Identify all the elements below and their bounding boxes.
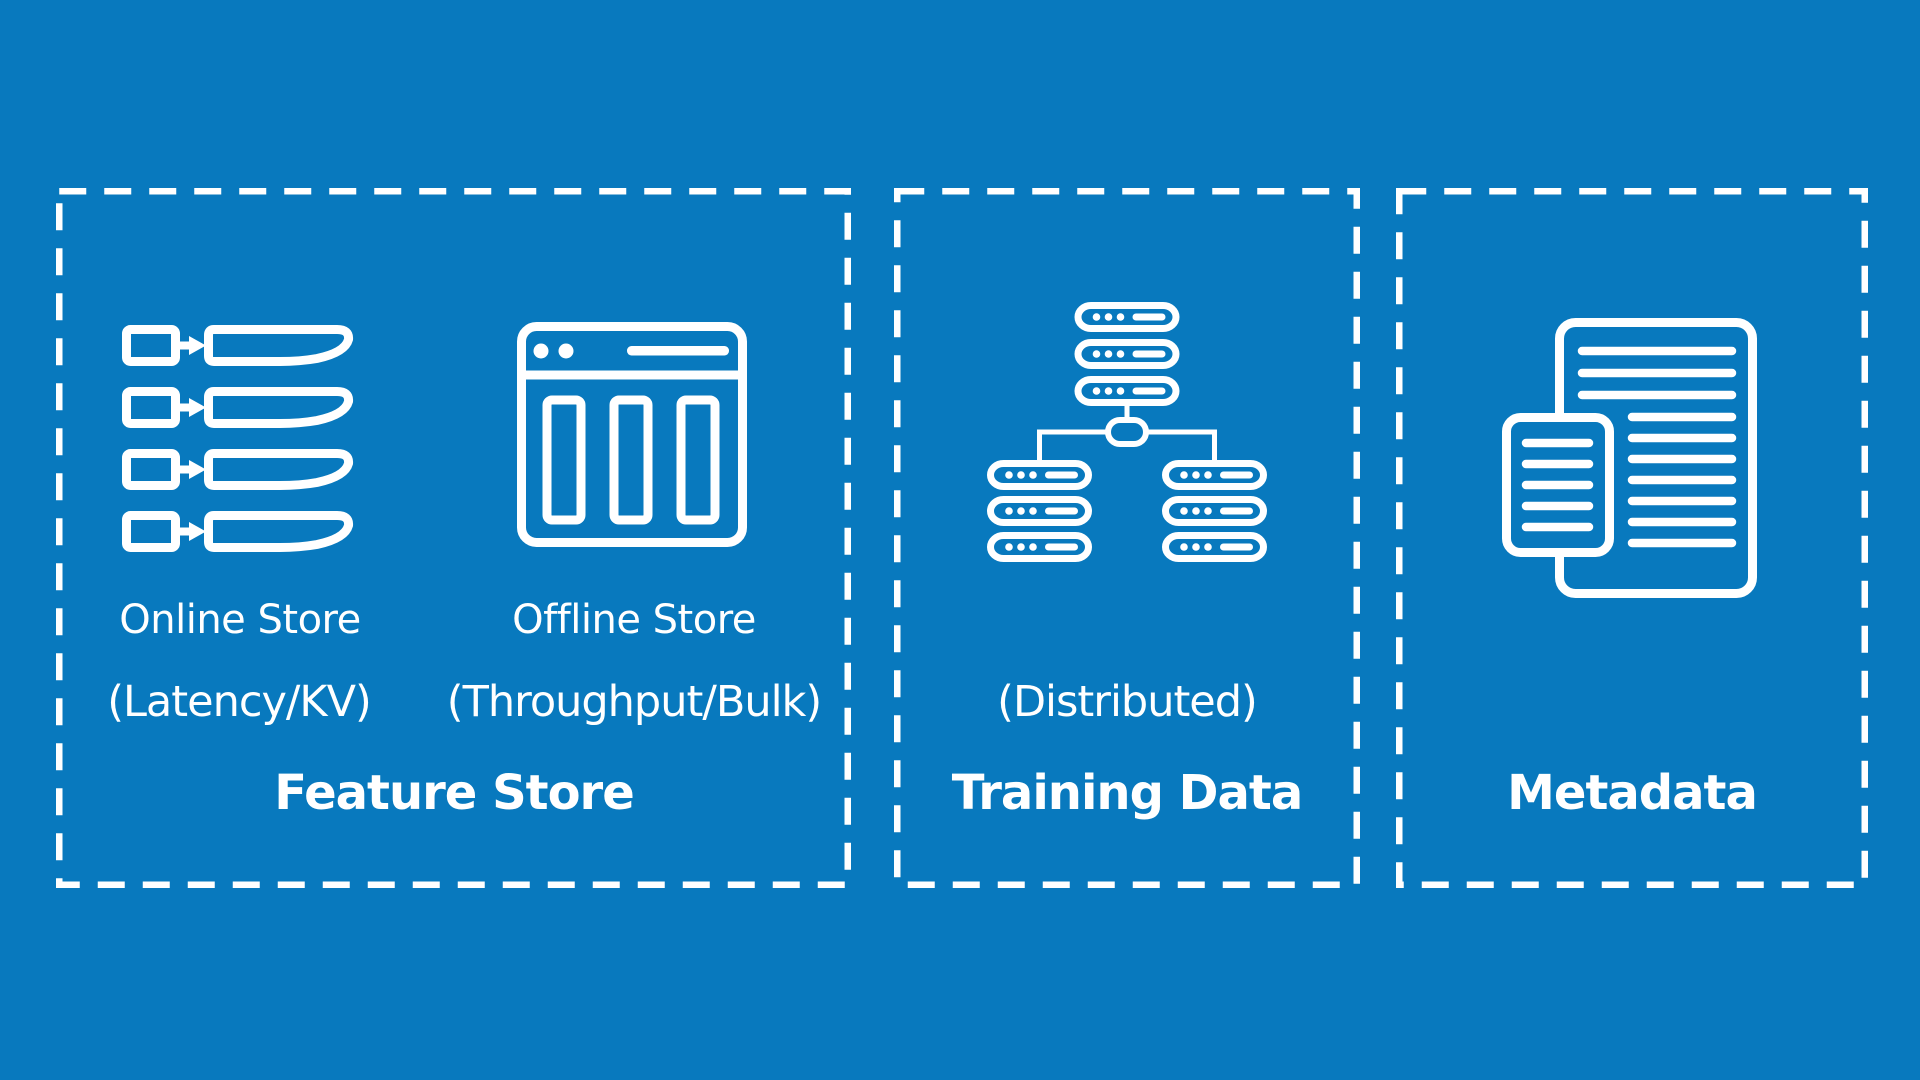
metadata-title: Metadata [1507, 765, 1758, 821]
metadata-box: Metadata [1396, 188, 1868, 888]
feature-store-title: Feature Store [274, 765, 635, 821]
offline-store-label: Offline Store [512, 597, 756, 643]
training-data-box: (Distributed) Training Data [894, 188, 1360, 888]
stacked-documents-icon [1502, 318, 1757, 598]
dashed-border [56, 188, 851, 888]
table-window-icon [517, 322, 747, 547]
dashed-border [894, 188, 1360, 888]
dashed-border [1396, 188, 1868, 888]
offline-store-sublabel: (Throughput/Bulk) [446, 677, 822, 727]
feature-store-box: Online Store Offline Store (Latency/KV) … [56, 188, 851, 888]
key-value-list-icon [122, 325, 354, 552]
distributed-server-cluster-icon [987, 302, 1267, 562]
distributed-sublabel: (Distributed) [997, 677, 1258, 727]
online-store-label: Online Store [119, 597, 361, 643]
online-store-sublabel: (Latency/KV) [107, 677, 372, 727]
training-data-title: Training Data [951, 765, 1303, 821]
